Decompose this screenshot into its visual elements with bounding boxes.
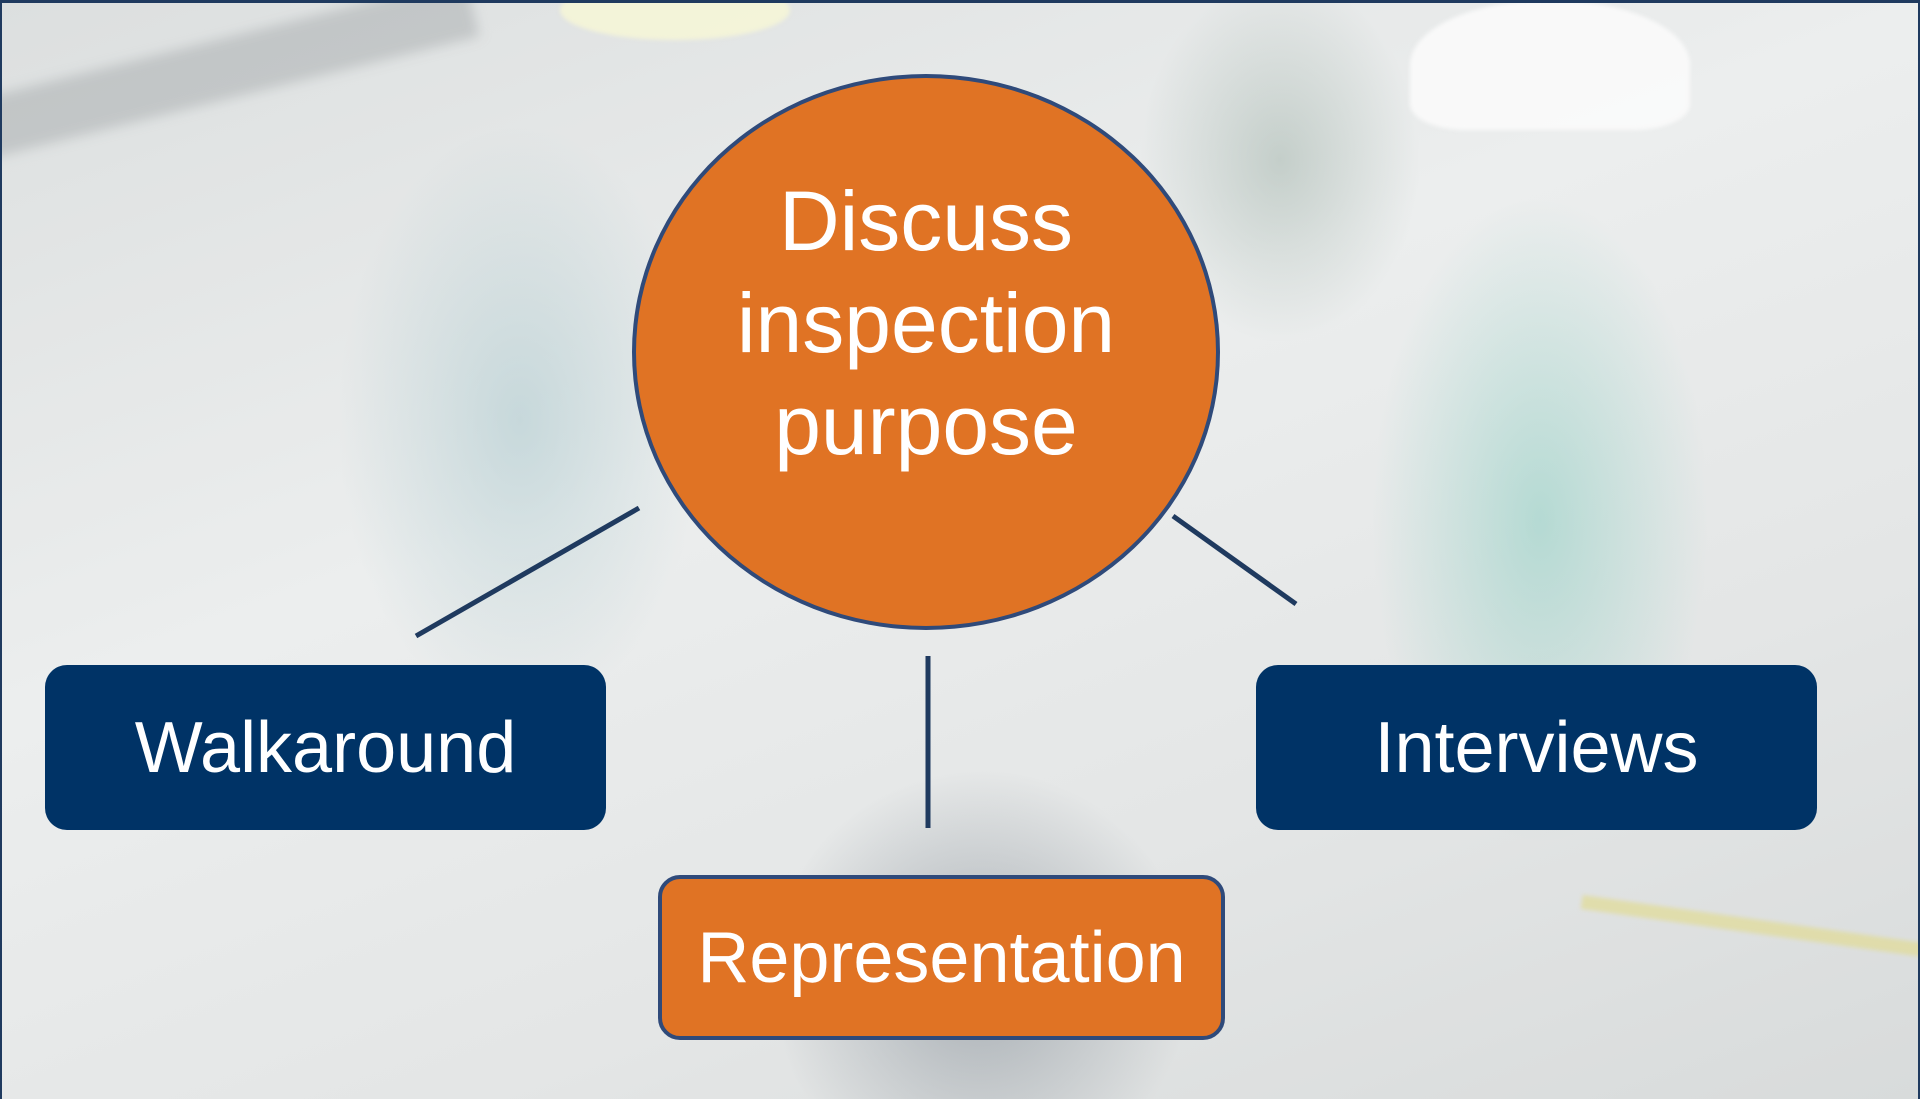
slide-border-right: [1918, 0, 1920, 1099]
slide-border-left: [0, 0, 2, 1099]
node-representation: Representation: [658, 875, 1225, 1040]
hub-label-line-1: Discuss: [778, 174, 1074, 268]
hub-label: Discuss inspection purpose: [716, 170, 1136, 476]
slide-border-top: [0, 0, 1920, 3]
hub-label-line-2: inspection: [736, 276, 1116, 370]
node-interviews-label: Interviews: [1374, 707, 1699, 788]
connector-hub-to-interviews: [1171, 513, 1298, 607]
hub-label-line-3: purpose: [774, 378, 1078, 472]
node-walkaround: Walkaround: [45, 665, 606, 830]
node-walkaround-label: Walkaround: [134, 707, 517, 788]
node-representation-label: Representation: [697, 917, 1186, 998]
background-hard-hat-right: [1410, 0, 1690, 130]
connector-hub-to-walkaround: [414, 505, 641, 639]
hub-circle-discuss-inspection-purpose: Discuss inspection purpose: [632, 74, 1220, 630]
node-interviews: Interviews: [1256, 665, 1817, 830]
